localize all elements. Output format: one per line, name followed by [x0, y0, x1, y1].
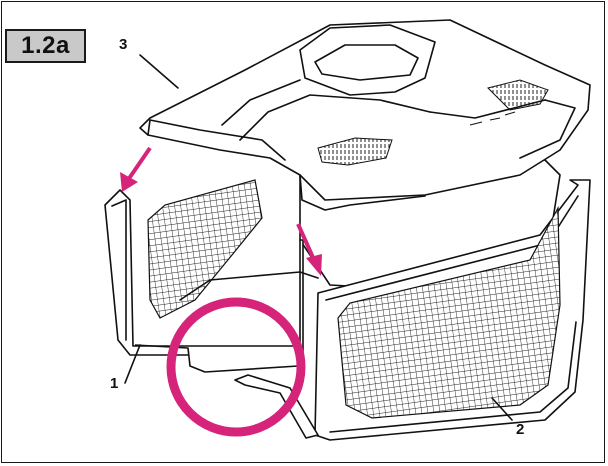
highlight-circle-icon — [166, 297, 306, 437]
bag-frame — [104, 159, 591, 441]
callout-label-3: 3 — [119, 36, 128, 53]
figure-label: 1.2a — [5, 29, 86, 63]
vent-grille-front — [317, 137, 393, 166]
bag-lid — [139, 19, 591, 211]
leader-line-3 — [139, 54, 179, 89]
callout-label-2: 2 — [516, 421, 525, 438]
down-arrow-icon — [296, 223, 322, 276]
mesh-panel-right — [337, 205, 561, 419]
leader-line-2 — [491, 397, 513, 421]
leader-line-1 — [124, 344, 141, 384]
vent-grille-rear — [487, 79, 549, 111]
mesh-panel-left — [147, 179, 263, 319]
callout-label-1: 1 — [110, 375, 119, 392]
down-arrow-icon — [120, 146, 152, 192]
